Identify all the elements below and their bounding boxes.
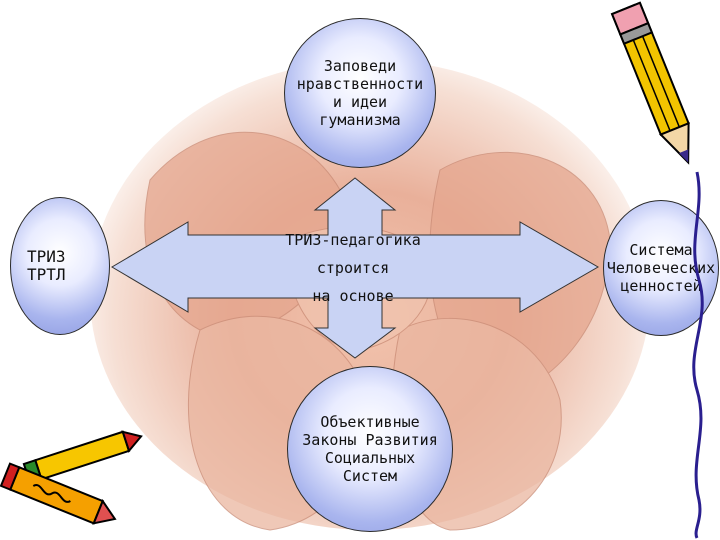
four-way-arrow-shape	[111, 177, 600, 359]
node-human-values-label: Система Человеческих ценностей	[606, 241, 716, 295]
pencil-icon	[610, 1, 690, 165]
squiggle-line-icon	[692, 171, 704, 539]
node-social-laws: Объективные Законы Развития Социальных С…	[287, 366, 453, 532]
center-caption: ТРИЗ-педагогика строится на основе	[285, 231, 421, 305]
node-social-laws-label: Объективные Законы Развития Социальных С…	[302, 413, 438, 485]
node-human-values: Система Человеческих ценностей	[603, 200, 719, 336]
node-moral-commandments-label: Заповеди нравственности и идеи гуманизма	[296, 57, 424, 129]
node-triz-trtl: ТРИЗ ТРТЛ	[10, 197, 110, 335]
node-triz-trtl-label: ТРИЗ ТРТЛ	[27, 247, 66, 284]
crayons-icon	[0, 430, 143, 525]
node-moral-commandments: Заповеди нравственности и идеи гуманизма	[284, 18, 436, 168]
